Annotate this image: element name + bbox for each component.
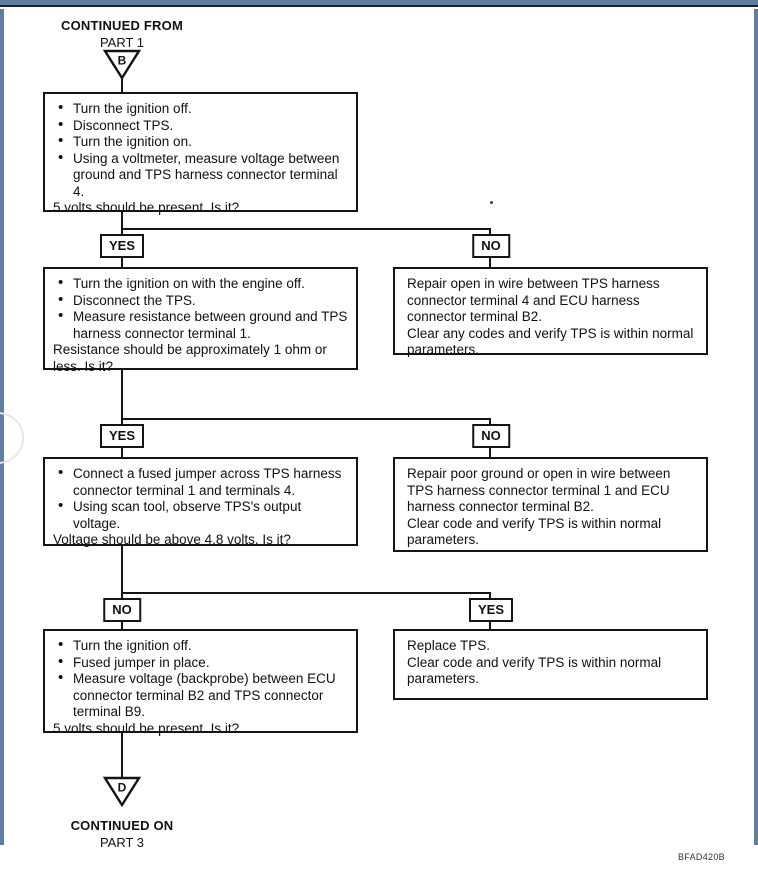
- text-line: Repair open in wire between TPS harness …: [407, 276, 660, 324]
- text-line: Turn the ignition on with the engine off…: [51, 275, 348, 293]
- text-line: Measure voltage (backprobe) between ECU …: [51, 670, 348, 721]
- step-question: Resistance should be approximately 1 ohm…: [53, 342, 327, 374]
- branch-label-yes-3: YES: [468, 598, 514, 622]
- flow-line: [121, 79, 123, 92]
- flow-step-box-4: Turn the ignition off.Fused jumper in pl…: [43, 629, 358, 736]
- connector-triangle-d: D: [103, 776, 141, 807]
- flow-action-box-replace-tps: Replace TPS.Clear code and verify TPS is…: [393, 629, 708, 700]
- flow-line: [121, 418, 491, 420]
- scan-watermark-arc: [0, 412, 24, 464]
- scan-speck: [490, 201, 493, 204]
- branch-label-no-1: NO: [472, 234, 510, 258]
- flow-line: [489, 228, 491, 236]
- action-text: Repair poor ground or open in wire betwe…: [401, 466, 698, 549]
- text-line: Turn the ignition off.: [51, 637, 348, 655]
- flow-line: [489, 256, 491, 267]
- text-line: Clear code and verify TPS is within norm…: [407, 654, 662, 687]
- flow-line: [489, 418, 491, 426]
- continued-from-part-label: PART 1: [99, 35, 145, 50]
- flow-line: [489, 446, 491, 457]
- text-line: Turn the ignition on.: [51, 133, 348, 151]
- step-bullet-list: Connect a fused jumper across TPS harnes…: [51, 465, 348, 532]
- branch-label-yes-2: YES: [99, 424, 145, 448]
- text-line: Clear any codes and verify TPS is within…: [407, 325, 694, 358]
- flow-line: [121, 228, 491, 230]
- flow-line: [121, 733, 123, 777]
- figure-code: BFAD420B: [678, 852, 725, 862]
- text-line: Measure resistance between ground and TP…: [51, 308, 348, 342]
- step-question: 5 volts should be present. Is it?: [53, 720, 240, 736]
- window-chrome-top-bar: [0, 0, 758, 7]
- flow-step-box-3: Connect a fused jumper across TPS harnes…: [43, 457, 358, 547]
- branch-label-no-3: NO: [103, 598, 141, 622]
- text-line: Disconnect TPS.: [51, 117, 348, 135]
- step-bullet-list: Turn the ignition off.Disconnect TPS.Tur…: [51, 100, 348, 201]
- flow-line: [121, 446, 123, 457]
- step-question: 5 volts should be present. Is it?: [53, 200, 240, 215]
- flow-action-box-repair-open: Repair open in wire between TPS harness …: [393, 267, 708, 357]
- step-bullet-list: Turn the ignition off.Fused jumper in pl…: [51, 637, 348, 721]
- action-text: Repair open in wire between TPS harness …: [401, 276, 698, 359]
- text-line: Using a voltmeter, measure voltage betwe…: [51, 150, 348, 201]
- continued-from-label: CONTINUED FROM: [61, 18, 183, 33]
- flow-line: [121, 212, 123, 236]
- text-line: Replace TPS.: [407, 638, 491, 653]
- branch-label-no-2: NO: [472, 424, 510, 448]
- text-line: Using scan tool, observe TPS's output vo…: [51, 498, 348, 532]
- flow-line: [121, 546, 123, 600]
- text-line: Repair poor ground or open in wire betwe…: [407, 466, 671, 514]
- flow-line: [489, 620, 491, 631]
- action-text: Replace TPS.Clear code and verify TPS is…: [401, 638, 698, 688]
- flow-line: [121, 592, 491, 594]
- window-chrome-right-strip: [754, 9, 758, 845]
- text-line: Connect a fused jumper across TPS harnes…: [51, 465, 348, 499]
- text-line: Clear code and verify TPS is within norm…: [407, 515, 662, 548]
- flow-line: [489, 592, 491, 600]
- continued-on-part-label: PART 3: [99, 835, 145, 850]
- flow-line: [121, 620, 123, 631]
- step-bullet-list: Turn the ignition on with the engine off…: [51, 275, 348, 342]
- flow-step-box-1: Turn the ignition off.Disconnect TPS.Tur…: [43, 92, 358, 215]
- text-line: Turn the ignition off.: [51, 100, 348, 118]
- continued-on-label: CONTINUED ON: [70, 818, 174, 833]
- step-question: Voltage should be above 4.8 volts. Is it…: [53, 532, 291, 547]
- text-line: Disconnect the TPS.: [51, 292, 348, 310]
- flow-line: [121, 256, 123, 267]
- flow-step-box-2: Turn the ignition on with the engine off…: [43, 267, 358, 374]
- branch-label-yes-1: YES: [99, 234, 145, 258]
- connector-triangle-b: B: [103, 49, 141, 80]
- flow-action-box-repair-ground: Repair poor ground or open in wire betwe…: [393, 457, 708, 552]
- connector-letter-d: D: [118, 781, 127, 795]
- text-line: Fused jumper in place.: [51, 654, 348, 672]
- flow-line: [121, 370, 123, 424]
- connector-letter-b: B: [118, 54, 127, 68]
